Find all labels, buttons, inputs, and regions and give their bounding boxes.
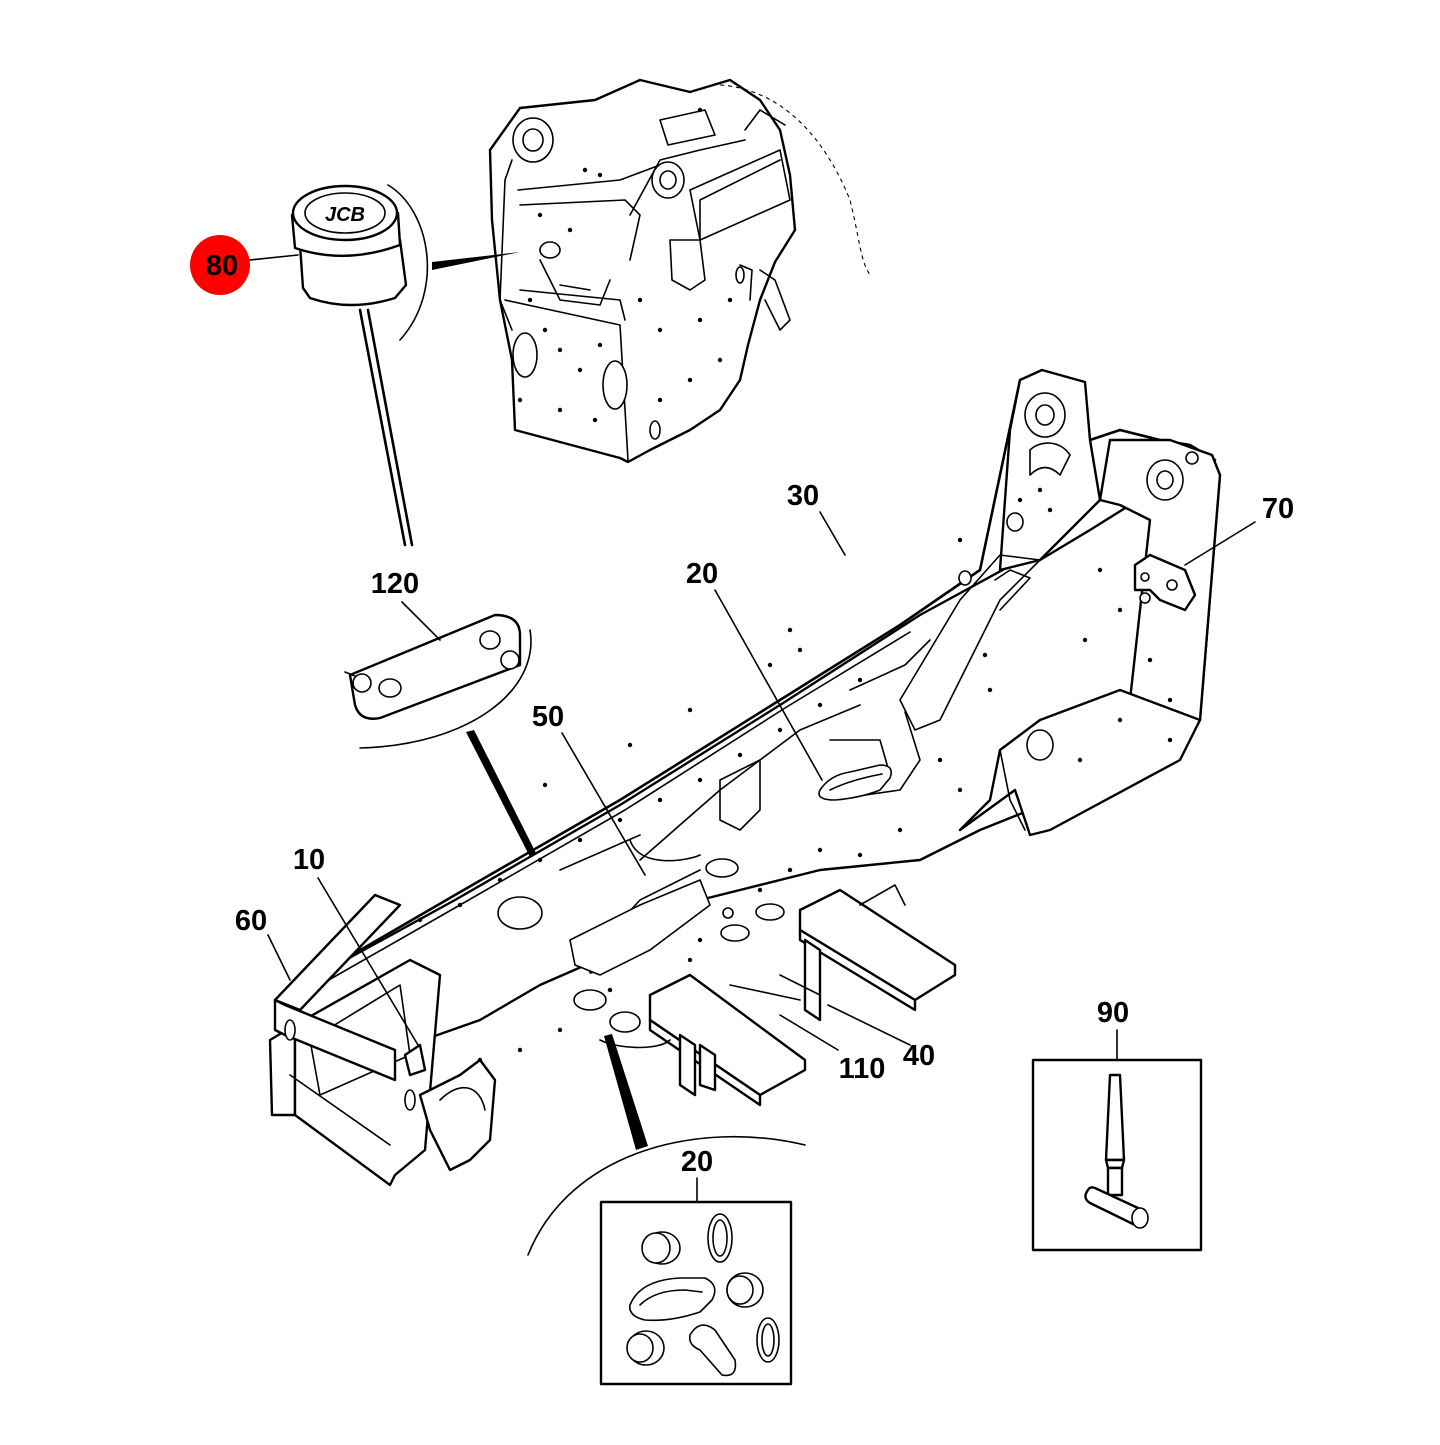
callout-60[interactable]: 60 bbox=[235, 905, 267, 937]
cross-beam-part-110[interactable] bbox=[648, 973, 807, 1107]
upright-detail bbox=[488, 78, 871, 464]
detail-arc-80 bbox=[387, 184, 429, 341]
callout-20-lower[interactable]: 20 bbox=[681, 1146, 713, 1178]
chassis-rivets bbox=[417, 487, 1173, 1063]
callout-50[interactable]: 50 bbox=[532, 701, 564, 733]
callout-90[interactable]: 90 bbox=[1097, 997, 1129, 1029]
dipstick-part-80[interactable]: JCB bbox=[290, 184, 414, 547]
leader-wedge-80 bbox=[432, 252, 520, 270]
main-chassis-part-30[interactable] bbox=[273, 368, 1222, 1063]
cover-plate-part-120[interactable] bbox=[344, 613, 522, 720]
callout-40[interactable]: 40 bbox=[903, 1040, 935, 1072]
callout-70[interactable]: 70 bbox=[1262, 493, 1294, 525]
jcb-logo: JCB bbox=[325, 204, 365, 226]
bracket-part-10[interactable] bbox=[403, 1043, 497, 1172]
detail-arc-20 bbox=[527, 1135, 806, 1256]
panel-part-50[interactable] bbox=[569, 879, 711, 1049]
callout-80[interactable]: 80 bbox=[206, 250, 238, 282]
callout-10[interactable]: 10 bbox=[293, 844, 325, 876]
callout-110[interactable]: 110 bbox=[839, 1053, 886, 1085]
cross-beam-part-40[interactable] bbox=[779, 884, 957, 1022]
callout-labels: 80 120 30 70 20 50 10 60 110 40 90 20 bbox=[190, 235, 1294, 1178]
callout-20-upper[interactable]: 20 bbox=[686, 558, 718, 590]
detail-arc-120 bbox=[359, 629, 532, 749]
leader-lines bbox=[249, 254, 1256, 1203]
callout-30[interactable]: 30 bbox=[787, 480, 819, 512]
grommets-part-20[interactable] bbox=[626, 1213, 780, 1377]
callout-120[interactable]: 120 bbox=[371, 568, 419, 600]
t-handle-part-90[interactable] bbox=[1084, 1073, 1149, 1229]
bracket-part-70[interactable] bbox=[1133, 553, 1197, 612]
leader-wedge-20-detail bbox=[604, 1034, 648, 1150]
callout-80-highlight[interactable] bbox=[190, 235, 250, 295]
upright-rivets bbox=[517, 107, 733, 423]
